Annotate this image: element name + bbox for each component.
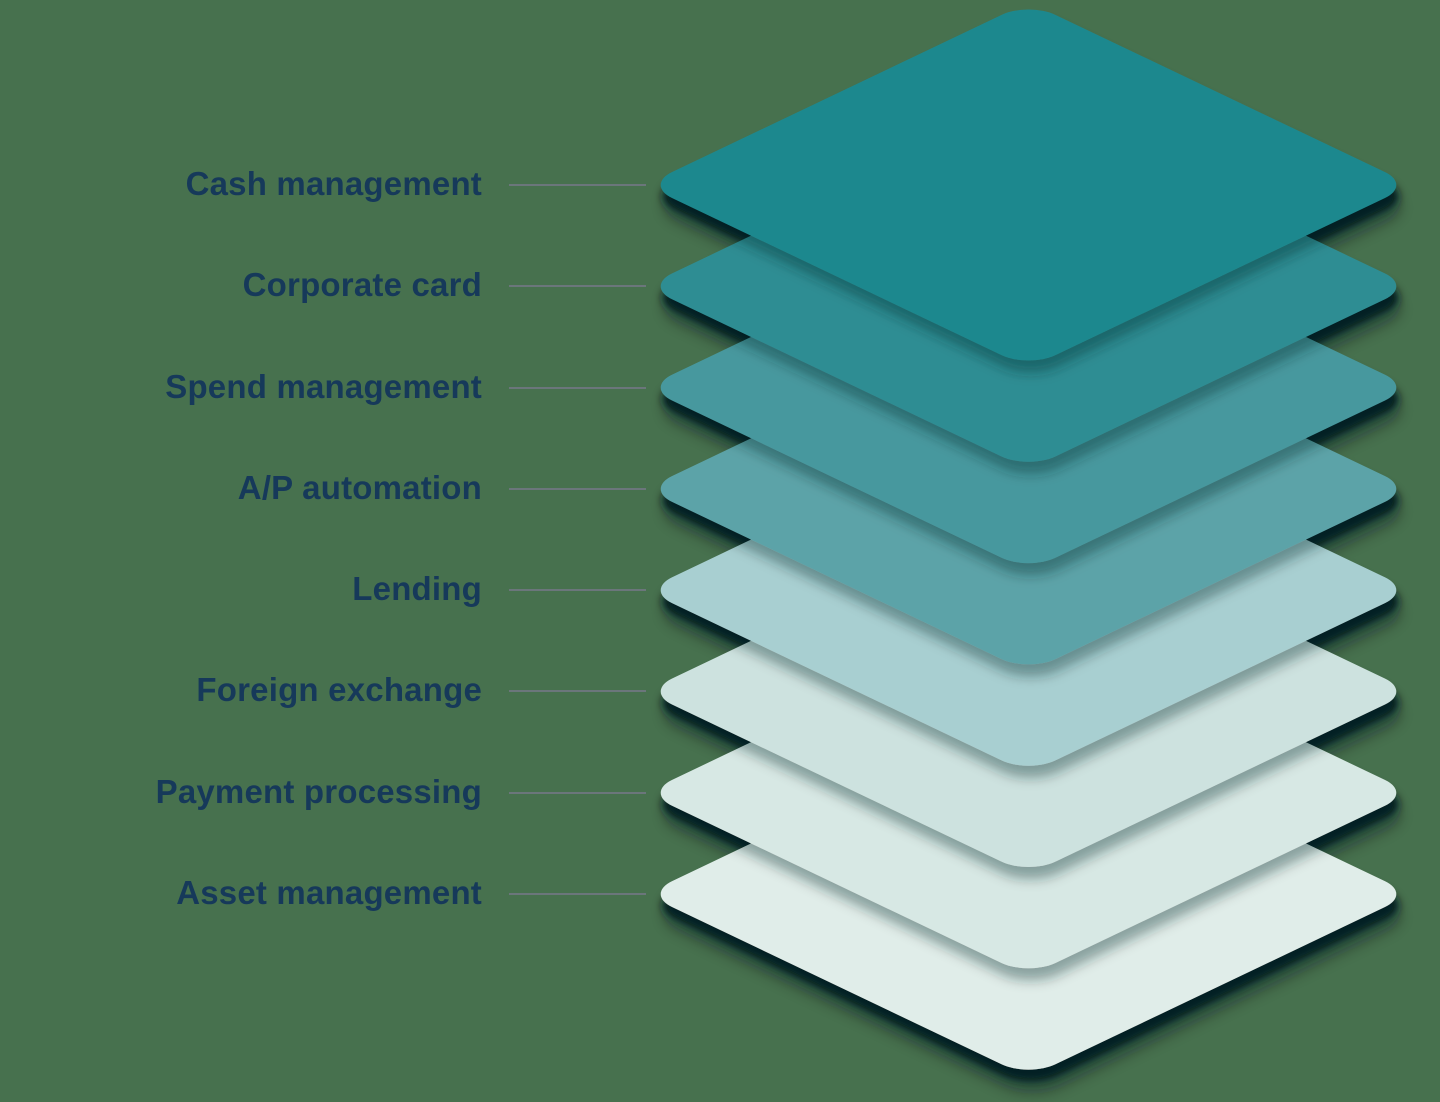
connector-line xyxy=(509,184,646,186)
layer-stack-group xyxy=(660,9,1397,1070)
layer-label-corporate-card: Corporate card xyxy=(242,266,482,304)
layer-label-asset-management: Asset management xyxy=(176,874,482,912)
connector-line xyxy=(509,285,646,287)
layer-label-cash-management: Cash management xyxy=(185,165,482,203)
connector-line xyxy=(509,792,646,794)
connector-line xyxy=(509,387,646,389)
layer-label-payment-processing: Payment processing xyxy=(155,773,482,811)
connector-line xyxy=(509,488,646,490)
layer-label-spend-management: Spend management xyxy=(165,368,482,406)
layer-label-foreign-exchange: Foreign exchange xyxy=(196,671,482,709)
connector-line xyxy=(509,589,646,591)
layer-diamond xyxy=(660,9,1397,361)
connector-line xyxy=(509,893,646,895)
layer-label-ap-automation: A/P automation xyxy=(237,469,482,507)
layer-label-lending: Lending xyxy=(352,570,482,608)
connector-line xyxy=(509,690,646,692)
